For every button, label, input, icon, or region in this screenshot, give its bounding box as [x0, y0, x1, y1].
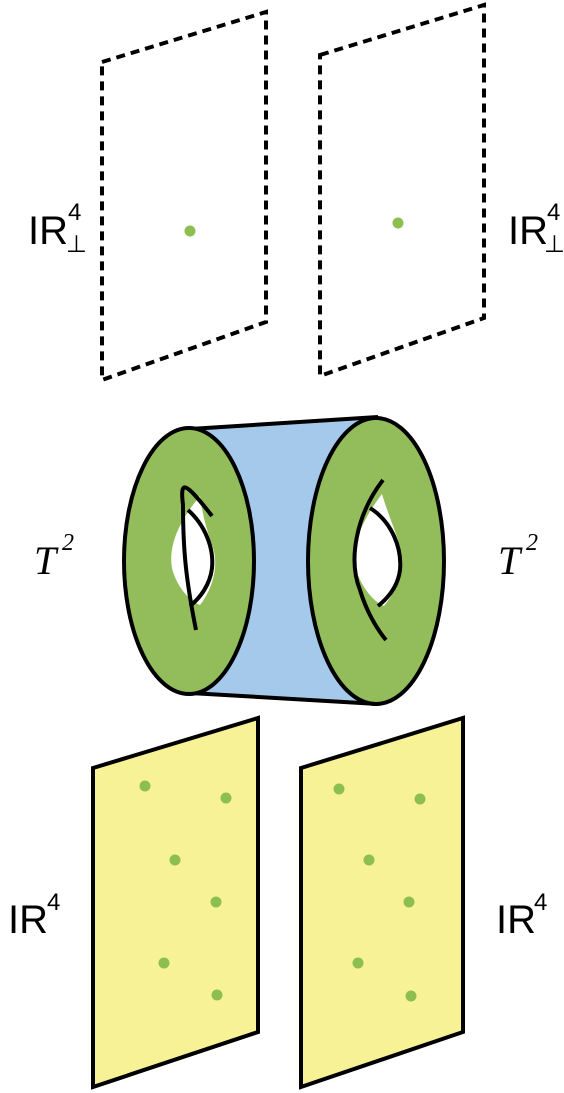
label-perp-left: IR 4 ⊥ [28, 199, 87, 258]
r4-plane-left-dot [220, 792, 232, 804]
perp-plane-right-dot [392, 217, 404, 229]
r4-plane-left-dot [210, 896, 222, 908]
r4-plane-right-dot [363, 854, 375, 866]
label-r4-left-base: IR [8, 898, 48, 942]
label-torus-right-sup: 2 [526, 530, 538, 556]
r4-planes [91, 715, 465, 1090]
label-perp-right-sub: ⊥ [544, 231, 564, 258]
label-torus-right: T 2 [498, 530, 538, 583]
perp-plane-right [318, 2, 486, 379]
r4-plane-left-dot [139, 780, 151, 792]
r4-plane-left [91, 715, 260, 1090]
label-torus-left: T 2 [34, 530, 74, 583]
perp-planes [100, 2, 486, 383]
label-torus-right-base: T [498, 538, 523, 583]
cylinder-bottom-edge [189, 691, 379, 706]
label-torus-left-sup: 2 [62, 530, 74, 556]
label-r4-left-sup: 4 [47, 889, 60, 916]
r4-plane-left-dot [158, 957, 170, 969]
r4-plane-left-dot [169, 854, 181, 866]
r4-plane-right-dot [414, 793, 426, 805]
label-r4-right-base: IR [496, 898, 536, 942]
r4-plane-right-dot [403, 896, 415, 908]
label-r4-right-sup: 4 [534, 889, 547, 916]
torus-left-inner-arc [186, 508, 215, 608]
label-perp-right-sup: 4 [547, 199, 560, 226]
torus-right-inner-arc [368, 506, 403, 608]
cylinder-top-edge [189, 415, 379, 431]
label-torus-left-base: T [34, 538, 59, 583]
perp-plane-left-dot [184, 225, 196, 237]
r4-plane-left-dot [211, 989, 223, 1001]
torus-cylinder [122, 415, 446, 706]
r4-plane-right-dot [352, 957, 364, 969]
label-perp-left-base: IR [28, 209, 68, 253]
label-perp-left-sup: 4 [68, 199, 81, 226]
torus-left [122, 426, 256, 696]
torus-right [306, 416, 446, 706]
label-perp-right: IR 4 ⊥ [508, 199, 564, 258]
label-perp-right-base: IR [508, 209, 548, 253]
torus-left-inner-curve [180, 485, 214, 631]
r4-plane-right [299, 715, 465, 1090]
r4-plane-right-dot [405, 990, 417, 1002]
label-perp-left-sub: ⊥ [66, 231, 87, 258]
perp-plane-left [100, 9, 268, 383]
torus-right-hole [354, 494, 402, 606]
torus-right-inner-curve [352, 478, 388, 642]
label-r4-left: IR 4 [8, 889, 60, 942]
r4-plane-right-dot [333, 783, 345, 795]
label-r4-right: IR 4 [496, 889, 547, 942]
